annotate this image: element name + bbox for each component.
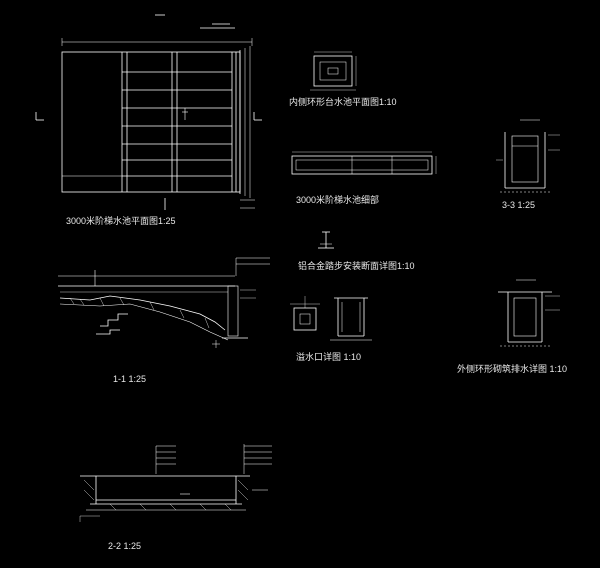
edge-detail-title: 3000米阶梯水池细部 [296, 195, 380, 205]
step-install-detail [318, 231, 334, 249]
section-3-3 [496, 119, 560, 193]
edge-detail [291, 151, 437, 175]
outer-ring-drain-detail [498, 279, 560, 347]
section-1-1-title: 1-1 1:25 [113, 374, 147, 384]
section-2-2-title: 2-2 1:25 [108, 541, 142, 551]
drain-detail-title: 溢水口详图 1:10 [296, 352, 362, 362]
plan-view-title: 3000米阶梯水池平面图1:25 [66, 216, 176, 226]
section-2-2 [79, 444, 272, 522]
trench-detail [330, 297, 372, 341]
inner-ring-detail [310, 51, 357, 91]
section-1-1 [58, 257, 270, 348]
section-3-3-title: 3-3 1:25 [502, 200, 536, 210]
outer-ring-drain-title: 外侧环形砌筑排水详图 1:10 [457, 364, 568, 374]
plan-view [35, 14, 262, 210]
drain-detail [290, 296, 320, 331]
inner-ring-detail-title: 内侧环形台水池平面图1:10 [289, 97, 397, 107]
step-install-detail-title: 铝合金踏步安装断面详图1:10 [298, 261, 415, 271]
